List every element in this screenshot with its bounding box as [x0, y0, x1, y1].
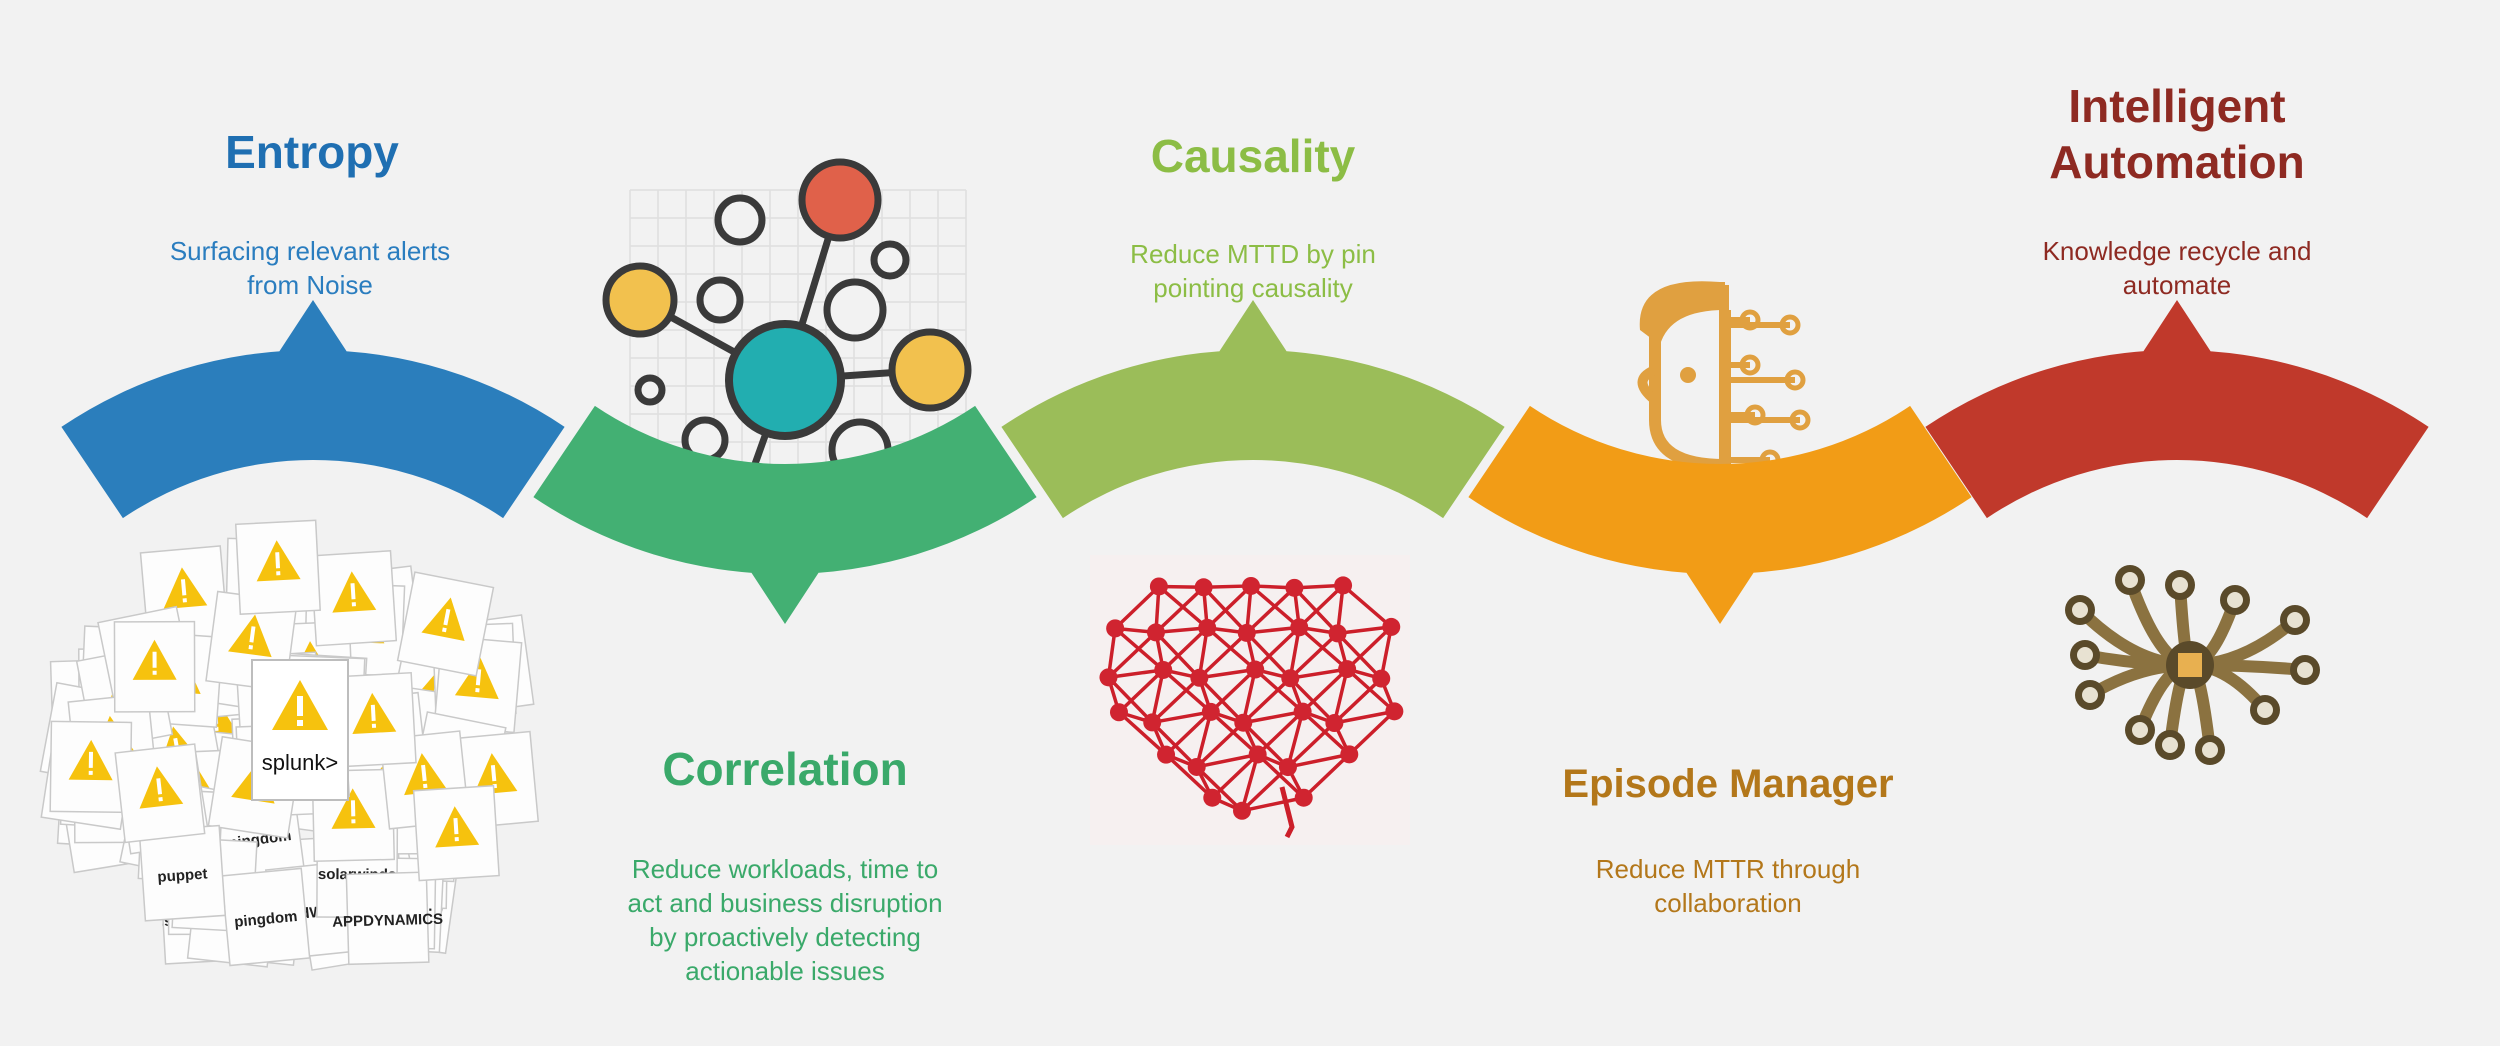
- step-description: act and business disruption: [627, 888, 942, 918]
- step-description: collaboration: [1654, 888, 1801, 918]
- step-title: Intelligent: [2068, 80, 2285, 132]
- step-title: Causality: [1151, 130, 1356, 182]
- step-title: Correlation: [662, 743, 907, 795]
- step-description: actionable issues: [685, 956, 884, 986]
- network-graph-icon: [602, 158, 972, 548]
- step-arc-causality: [1001, 300, 1505, 519]
- collage-logo-text: splunk>: [262, 750, 338, 775]
- step-description: from Noise: [247, 270, 373, 300]
- step-title: Automation: [2049, 136, 2305, 188]
- alert-collage-icon: Nagiossplunk>New Relic.solarwindsAPPDYNA…: [39, 519, 540, 971]
- step-description: Knowledge recycle and: [2043, 236, 2312, 266]
- step-description: by proactively detecting: [649, 922, 921, 952]
- collage-logo-text: pingdom: [234, 908, 299, 931]
- step-title: Episode Manager: [1562, 762, 1893, 806]
- step-title: Entropy: [225, 126, 399, 178]
- brain-network-icon: [1090, 555, 1410, 845]
- step-description: automate: [2123, 270, 2231, 300]
- step-description: pointing causality: [1153, 273, 1352, 303]
- step-arc-episode-manager: [1468, 405, 1972, 624]
- collage-logo-text: puppet: [157, 866, 208, 886]
- step-arc-intelligent-automation: [1925, 300, 2429, 519]
- step-description: Surfacing relevant alerts: [170, 236, 450, 266]
- step-description: Reduce MTTR through: [1596, 854, 1860, 884]
- automation-hub-icon: [2065, 565, 2320, 765]
- step-arc-correlation: [533, 405, 1037, 624]
- step-description: Reduce MTTD by pin: [1130, 239, 1376, 269]
- collage-logo-text: APPDYNAMICS: [332, 911, 443, 931]
- step-description: Reduce workloads, time to: [632, 854, 938, 884]
- step-arc-entropy: [61, 300, 565, 519]
